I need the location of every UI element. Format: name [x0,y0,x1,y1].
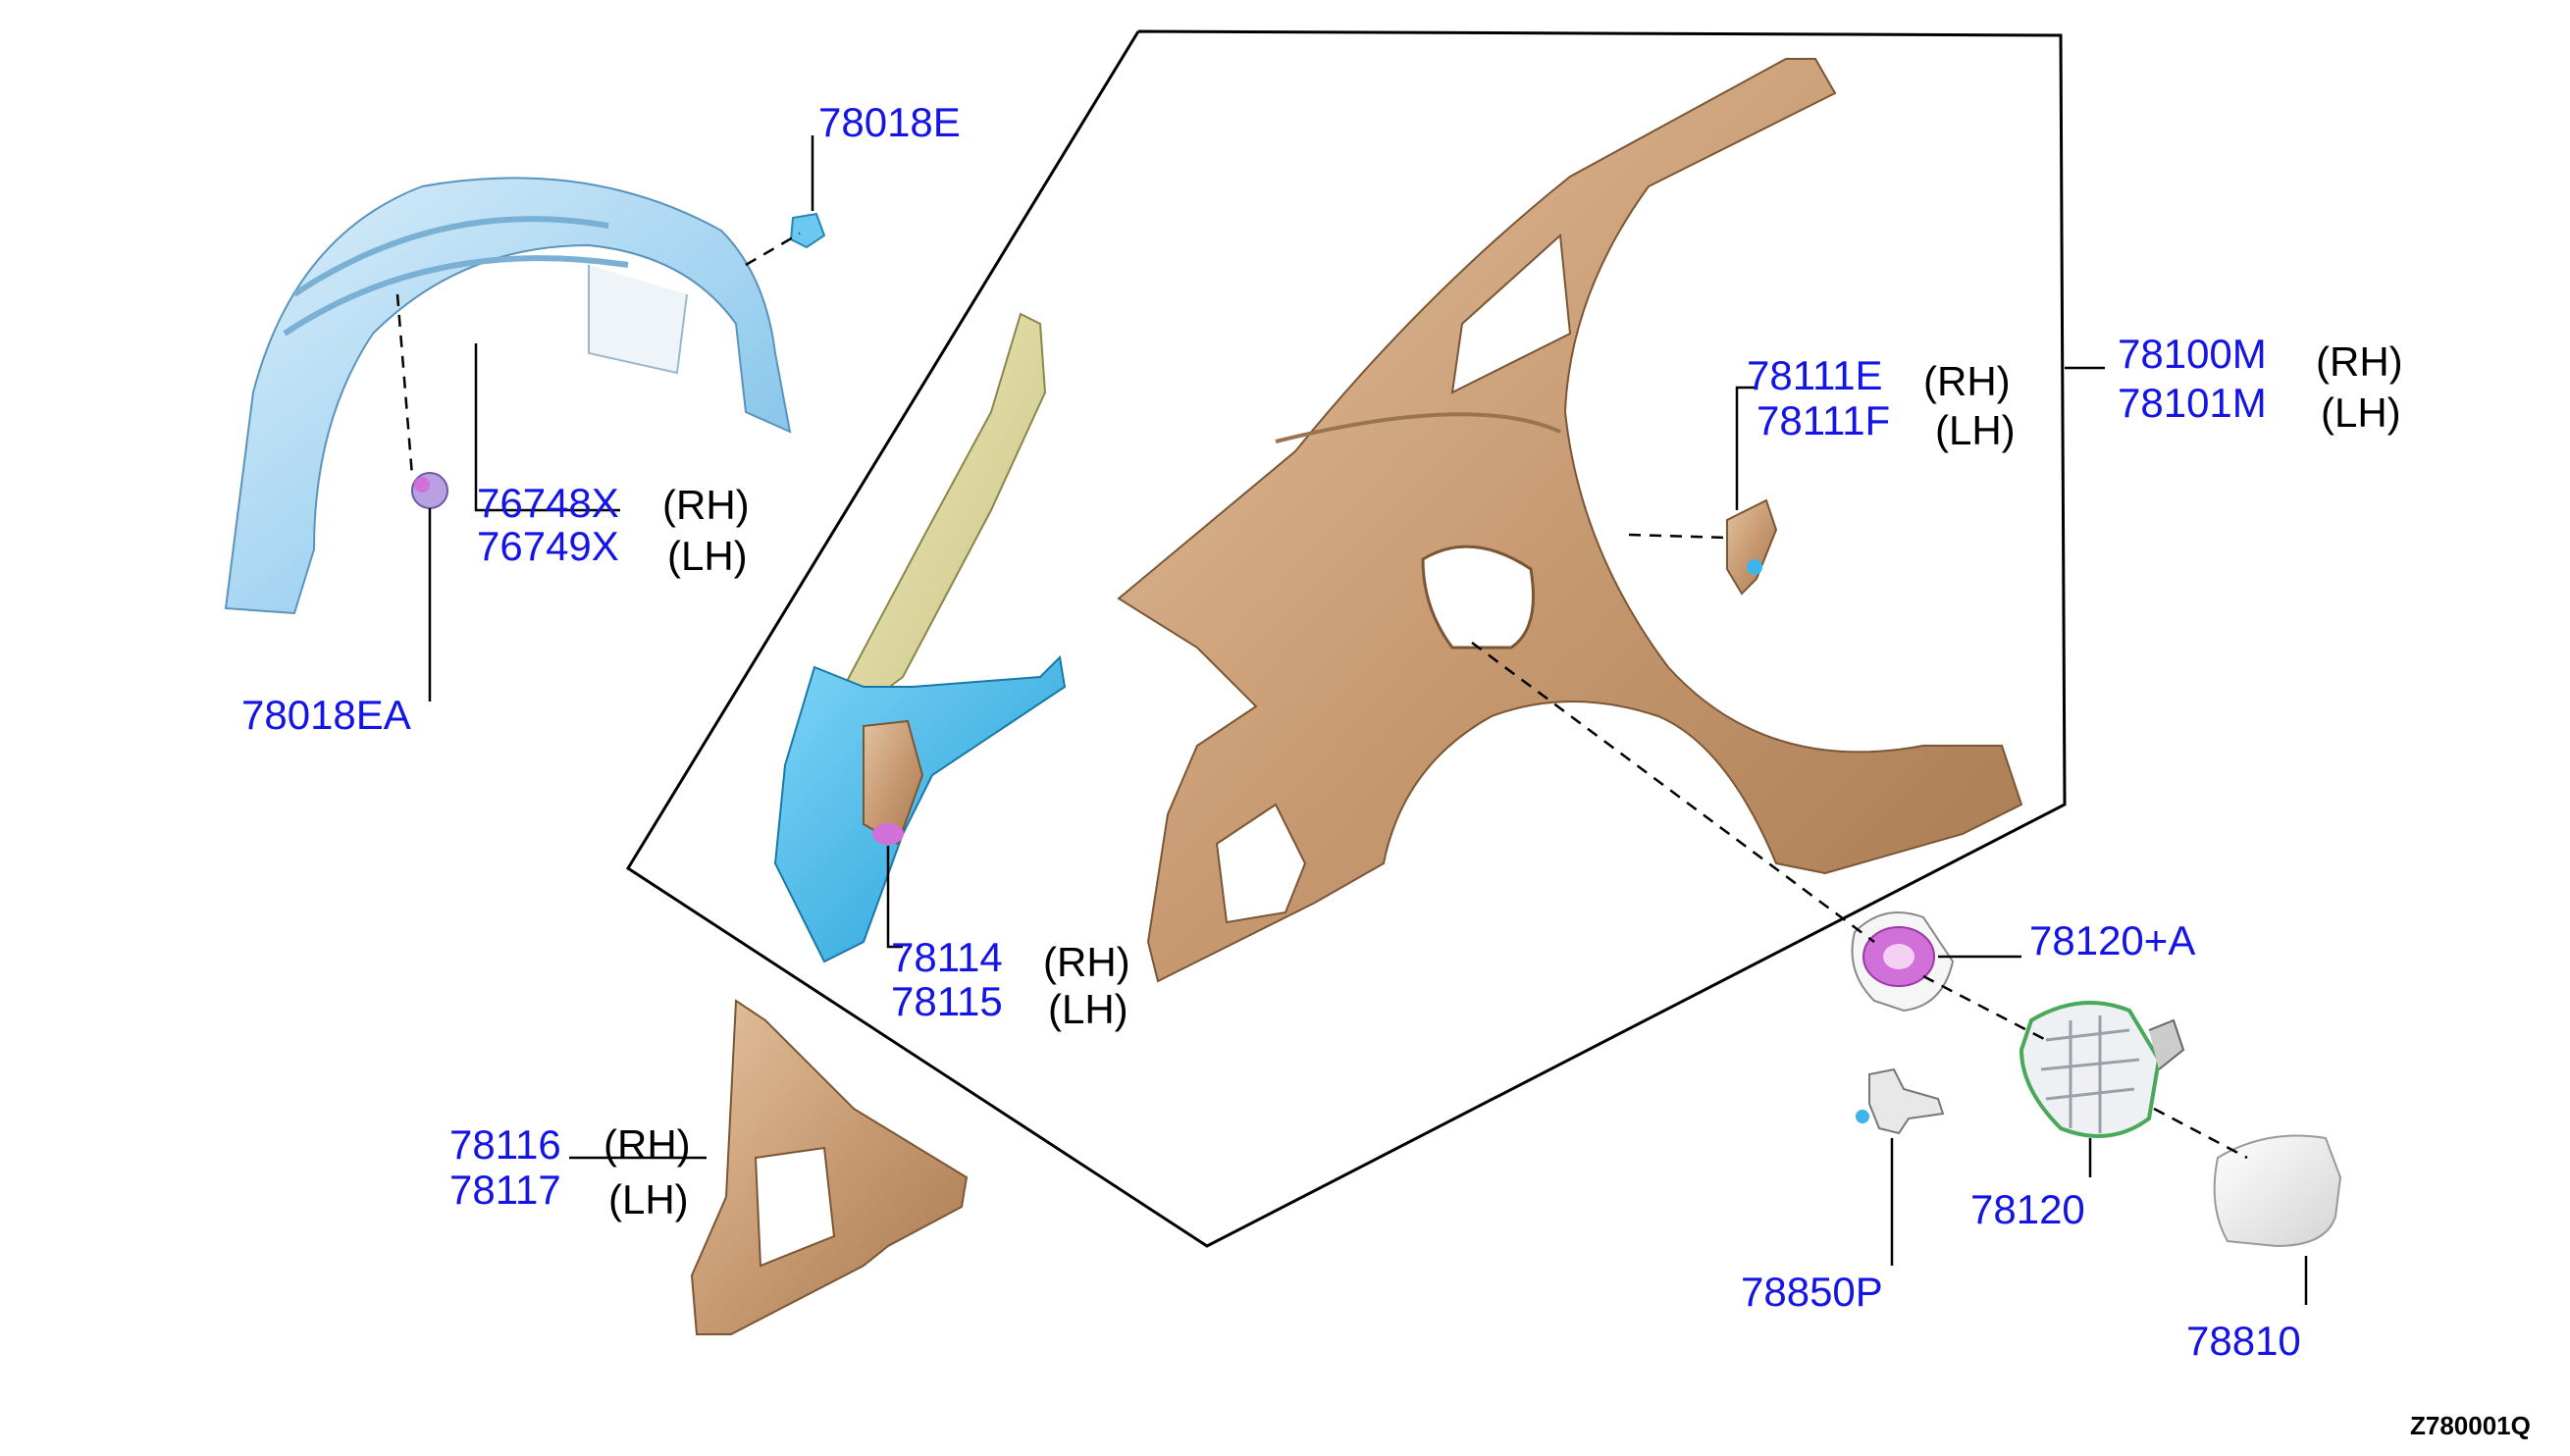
lid-opener-part[interactable] [1856,1067,1945,1135]
group-outline [625,29,2067,1248]
label-78100m[interactable]: 78100M [2118,331,2267,377]
fuel-base-part[interactable] [2019,1001,2185,1138]
side-lh-pillar: (LH) [1048,986,1128,1032]
wheel-house-liner[interactable] [224,177,792,615]
side-lh-liner: (LH) [667,533,748,579]
side-rh-bracket: (RH) [1923,358,2011,404]
clip-top-part[interactable] [789,212,826,249]
label-76748x[interactable]: 76748X [477,480,619,526]
label-78111f[interactable]: 78111F [1757,397,1891,443]
connector-lines [395,232,2248,1160]
pillar-lower-part[interactable] [773,654,1067,963]
side-rh-pillar: (RH) [1043,939,1130,985]
diagram-code: Z780001Q [2410,1411,2531,1440]
label-78120a[interactable]: 78120+A [2029,917,2196,963]
label-78018ea[interactable]: 78018EA [241,692,411,738]
quarter-panel[interactable] [1117,58,2023,983]
side-rh-extension: (RH) [603,1121,691,1168]
fuel-seal-part[interactable] [1851,911,1955,1013]
extension-part[interactable] [690,999,969,1335]
bracket-part[interactable] [1726,498,1778,596]
side-lh-panel: (LH) [2321,390,2401,436]
label-78115[interactable]: 78115 [891,978,1003,1024]
leader-lines [428,135,2308,1305]
fuel-lid-part[interactable] [2213,1134,2342,1248]
label-78111e[interactable]: 78111E [1747,352,1883,398]
label-78116[interactable]: 78116 [449,1121,561,1168]
label-78101m[interactable]: 78101M [2118,380,2267,426]
side-rh-panel: (RH) [2316,338,2403,385]
side-lh-extension: (LH) [608,1176,689,1222]
pillar-clip-part [872,823,904,845]
label-78018e[interactable]: 78018E [818,99,961,145]
label-76749x[interactable]: 76749X [477,523,619,569]
side-lh-bracket: (LH) [1935,407,2016,453]
clip-bottom-part[interactable] [411,472,448,509]
side-rh-liner: (RH) [662,482,750,528]
pillar-gusset-part [863,719,924,846]
label-78120[interactable]: 78120 [1970,1186,2085,1232]
label-78114[interactable]: 78114 [891,934,1003,980]
bracket-clip-part [1747,559,1762,575]
label-78850p[interactable]: 78850P [1741,1269,1883,1315]
label-78810[interactable]: 78810 [2186,1318,2301,1364]
label-78117[interactable]: 78117 [449,1167,561,1213]
pillar-upper-part[interactable] [842,312,1047,708]
